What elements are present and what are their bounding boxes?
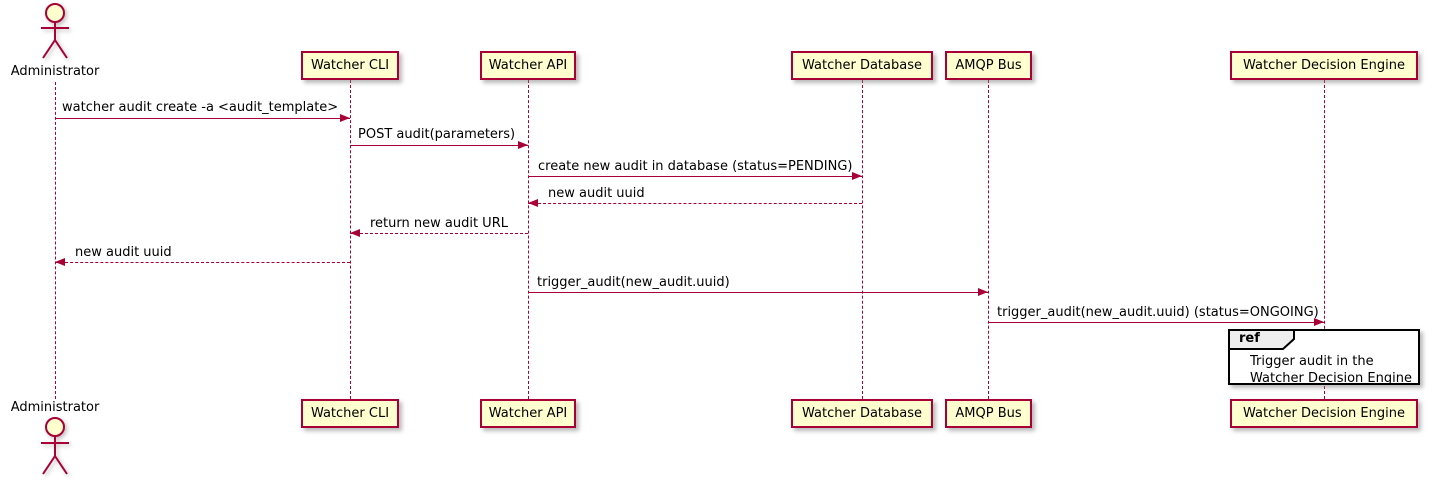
message-label: POST audit(parameters): [358, 127, 516, 142]
participant-watcher-cli-top: Watcher CLI: [301, 51, 399, 80]
message-return-arrow: [55, 262, 350, 263]
actor-figure-icon: [41, 3, 69, 59]
lifeline-amqp-bus: [988, 80, 989, 399]
message-arrow: [528, 292, 988, 293]
lifeline-watcher-database: [862, 80, 863, 399]
participant-watcher-api-bottom: Watcher API: [480, 399, 576, 428]
message-label: return new audit URL: [370, 216, 508, 231]
lifeline-watcher-cli: [350, 80, 351, 399]
ref-header-pentagon-icon: [1228, 329, 1295, 350]
participant-watcher-cli-bottom: Watcher CLI: [301, 399, 399, 428]
ref-fragment: ref Trigger audit in the Watcher Decisio…: [1228, 329, 1420, 387]
actor-figure-icon: [41, 417, 69, 475]
participant-amqp-bus-top: AMQP Bus: [945, 51, 1032, 80]
message-arrow: [988, 322, 1324, 323]
participant-watcher-decision-engine-bottom: Watcher Decision Engine: [1230, 399, 1418, 428]
message-arrow: [528, 176, 862, 177]
actor-label-bottom: Administrator: [10, 400, 100, 415]
message-label: trigger_audit(new_audit.uuid) (status=ON…: [997, 305, 1319, 320]
ref-text-line2: Watcher Decision Engine: [1250, 371, 1412, 386]
arrowhead-icon: [55, 258, 65, 266]
message-arrow: [350, 145, 528, 146]
message-label: create new audit in database (status=PEN…: [538, 159, 853, 174]
participant-watcher-database-bottom: Watcher Database: [791, 399, 933, 428]
participant-watcher-decision-engine-top: Watcher Decision Engine: [1230, 51, 1418, 80]
ref-text: Trigger audit in the Watcher Decision En…: [1250, 353, 1412, 387]
lifeline-watcher-api: [528, 80, 529, 399]
message-label: new audit uuid: [75, 245, 172, 260]
ref-keyword: ref: [1239, 331, 1260, 346]
lifeline-watcher-decision-engine: [1324, 80, 1325, 399]
participant-amqp-bus-bottom: AMQP Bus: [945, 399, 1032, 428]
participant-watcher-database-top: Watcher Database: [791, 51, 933, 80]
arrowhead-icon: [340, 114, 350, 122]
arrowhead-icon: [852, 172, 862, 180]
message-arrow: [55, 118, 350, 119]
ref-text-line1: Trigger audit in the: [1250, 354, 1374, 369]
arrowhead-icon: [528, 199, 538, 207]
arrowhead-icon: [1314, 318, 1324, 326]
arrowhead-icon: [350, 229, 360, 237]
arrowhead-icon: [978, 288, 988, 296]
lifeline-administrator: [55, 82, 56, 399]
message-label: watcher audit create -a <audit_template>: [62, 100, 339, 115]
message-return-arrow: [350, 233, 528, 234]
participant-watcher-api-top: Watcher API: [480, 51, 576, 80]
message-return-arrow: [528, 203, 862, 204]
message-label: trigger_audit(new_audit.uuid): [537, 275, 730, 290]
message-label: new audit uuid: [548, 186, 645, 201]
arrowhead-icon: [518, 141, 528, 149]
actor-label-top: Administrator: [10, 64, 100, 79]
